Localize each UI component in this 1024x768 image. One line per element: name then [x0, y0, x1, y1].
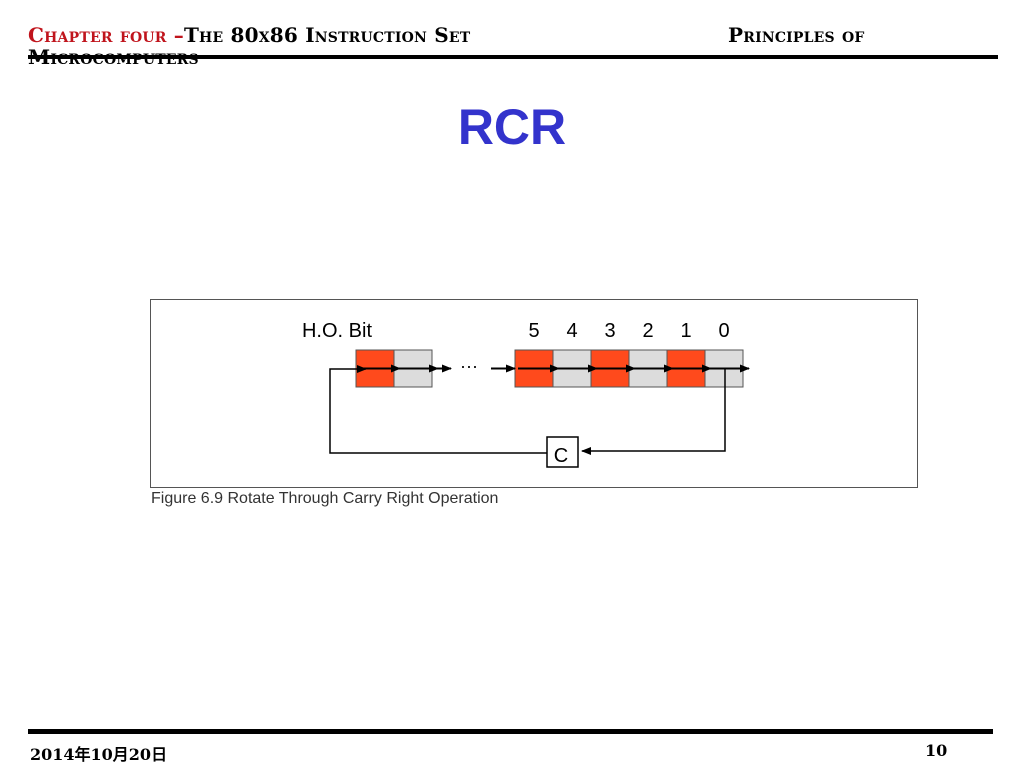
bit-label-4: 4 — [566, 320, 577, 342]
ellipsis: ··· — [460, 356, 478, 376]
header-title: The 80x86 Instruction Set — [183, 23, 471, 47]
header-chapter: Chapter four – — [28, 23, 184, 47]
bit-label-0: 0 — [718, 320, 729, 342]
bit-label-5: 5 — [528, 320, 539, 342]
bit-label-1: 1 — [680, 320, 691, 342]
rcr-diagram: H.O. Bit 5 4 3 2 1 0 ··· C — [302, 320, 750, 468]
carry-flag-box — [546, 436, 579, 468]
slide-title: RCR — [457, 99, 567, 155]
footer-date: 2014年10月20日 — [30, 745, 168, 764]
page-number: 10 — [925, 741, 948, 760]
carry-flag-label: C — [554, 445, 568, 467]
bit-number-labels: 5 4 3 2 1 0 — [528, 320, 729, 342]
ho-bit-label: H.O. Bit — [302, 320, 372, 342]
header-rule — [28, 55, 998, 59]
lsb-to-carry-arrow — [581, 369, 726, 455]
carry-to-hobit-arrow — [329, 365, 547, 454]
figure-caption: Figure 6.9 Rotate Through Carry Right Op… — [151, 490, 499, 507]
slide-header: Chapter four –The 80x86 Instruction Set … — [28, 23, 988, 68]
figure-frame: H.O. Bit 5 4 3 2 1 0 ··· C — [150, 299, 918, 488]
bit-label-3: 3 — [604, 320, 615, 342]
header-book-title: Principles of — [728, 23, 865, 47]
bit-label-2: 2 — [642, 320, 653, 342]
footer-rule — [28, 729, 993, 734]
